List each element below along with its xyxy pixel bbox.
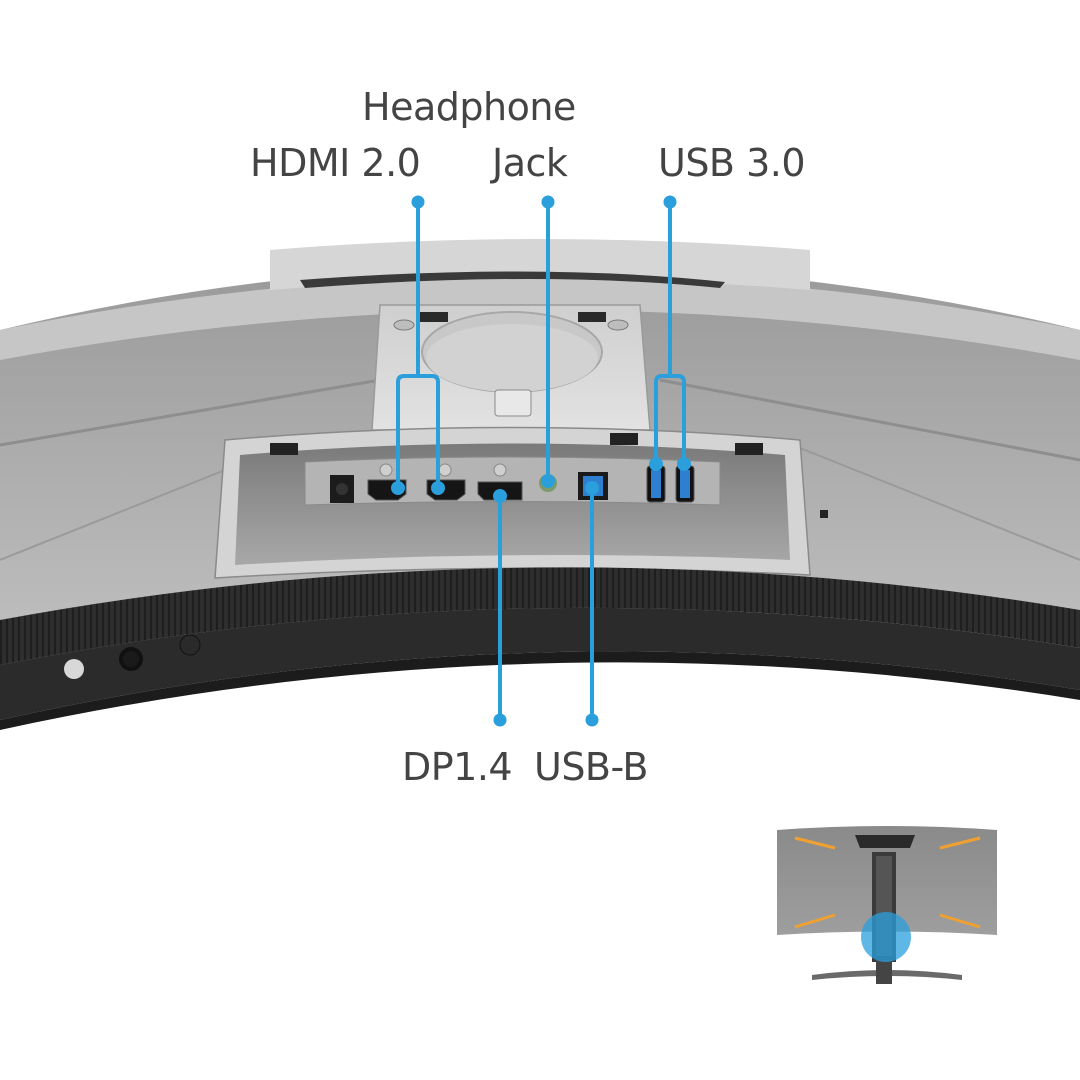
joystick-button[interactable]	[119, 647, 143, 671]
bottom-bezel	[0, 567, 1080, 730]
label-dp: DP1.4	[402, 745, 513, 789]
security-slot	[820, 510, 828, 518]
label-hdmi: HDMI 2.0	[250, 141, 421, 185]
control-buttons	[64, 634, 201, 679]
highlight-circle	[861, 912, 911, 962]
label-usb3: USB 3.0	[658, 141, 806, 185]
stand-mount	[371, 304, 651, 431]
usb3-port-2	[675, 465, 695, 503]
locator-thumbnail	[777, 826, 997, 984]
top-vent	[300, 271, 725, 288]
label-headphone-line2: Jack	[492, 141, 568, 185]
callout-dots	[391, 195, 691, 727]
usb3-port-1	[646, 465, 666, 503]
label-headphone-line1: Headphone	[362, 85, 576, 129]
label-usbb: USB-B	[534, 745, 648, 789]
power-button[interactable]	[64, 659, 84, 679]
callout-lines	[396, 202, 686, 720]
io-bay	[214, 426, 811, 579]
menu-button[interactable]	[179, 634, 201, 656]
